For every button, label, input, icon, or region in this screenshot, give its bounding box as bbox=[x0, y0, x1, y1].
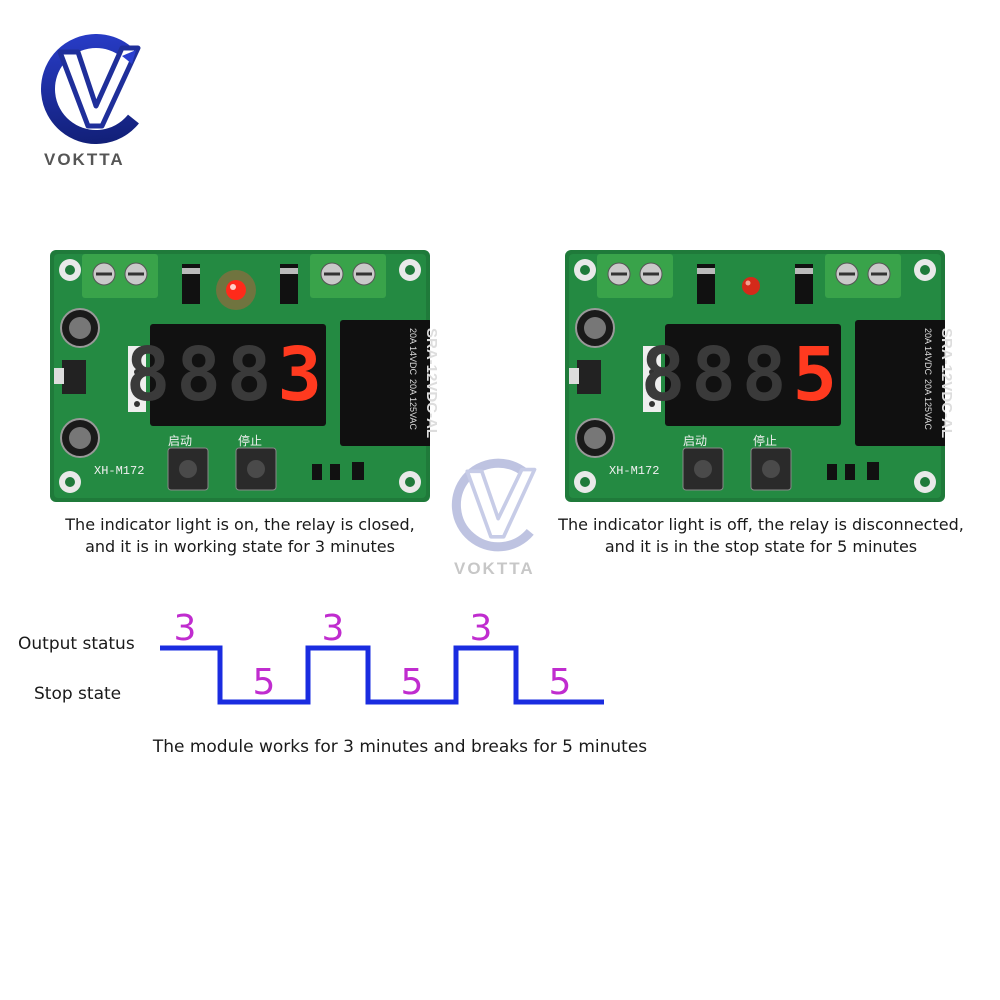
caption-stopped-line-2: and it is in the stop state for 5 minute… bbox=[604, 537, 918, 556]
wave-label-stopped: 5 bbox=[549, 662, 572, 703]
stop-button-label: 停止 bbox=[238, 434, 263, 448]
seven-segment-display: 8 8 8 5 bbox=[641, 330, 837, 420]
relay-label: SRA-12VDC-AL 20A 14VDC 20A 125VAC bbox=[865, 328, 955, 448]
relay-label: SRA-12VDC-AL 20A 14VDC 20A 125VAC bbox=[350, 328, 440, 448]
start-button-label: 启动 bbox=[683, 434, 708, 448]
segment-digit-blank: 8 bbox=[691, 332, 736, 418]
relay-model: SRA-12VDC-AL bbox=[423, 328, 440, 439]
caption-working: The indicator light is on, the relay is … bbox=[30, 514, 450, 558]
segment-digit-blank: 8 bbox=[176, 332, 221, 418]
stop-button-label: 停止 bbox=[753, 434, 778, 448]
start-button-label: 启动 bbox=[168, 434, 193, 448]
segment-digit-blank: 8 bbox=[741, 332, 787, 418]
relay-model: SRA-12VDC-AL bbox=[938, 328, 955, 439]
board-model-label: XH-M172 bbox=[94, 464, 145, 478]
relay-rating-ac: 20A 125VAC bbox=[408, 379, 418, 431]
v-logo-icon bbox=[41, 34, 151, 144]
watermark-brand-name: VOKTTA bbox=[454, 559, 535, 578]
relay-board-working: 8 8 8 3 SRA-12VDC-AL 20A 14VDC 20A 125VA… bbox=[50, 250, 440, 502]
seven-segment-display: 8 8 8 3 bbox=[126, 330, 322, 420]
square-wave-line bbox=[160, 645, 604, 705]
segment-digit-value: 5 bbox=[792, 332, 837, 418]
caption-working-line-2: and it is in working state for 3 minutes bbox=[85, 537, 395, 556]
output-status-label: Output status bbox=[18, 634, 135, 654]
brand-name: VOKTTA bbox=[44, 150, 125, 169]
segment-digit-blank: 8 bbox=[640, 332, 686, 418]
segment-digit-value: 3 bbox=[277, 332, 322, 418]
timing-diagram: 3 5 3 5 3 5 bbox=[160, 608, 604, 705]
brand-logo: VOKTTA bbox=[38, 34, 158, 174]
caption-working-line-1: The indicator light is on, the relay is … bbox=[65, 515, 415, 534]
relay-rating-ac: 20A 125VAC bbox=[923, 379, 933, 431]
segment-digit-blank: 8 bbox=[226, 332, 272, 418]
relay-rating-dc: 20A 14VDC bbox=[408, 328, 418, 376]
wave-label-working: 3 bbox=[322, 608, 345, 649]
board-model-label: XH-M172 bbox=[609, 464, 660, 478]
stop-state-label: Stop state bbox=[34, 684, 122, 704]
timing-caption: The module works for 3 minutes and break… bbox=[152, 737, 648, 757]
watermark-logo: VOKTTA bbox=[440, 455, 560, 585]
segment-digit-blank: 8 bbox=[125, 332, 171, 418]
wave-label-working: 3 bbox=[174, 608, 197, 649]
wave-label-stopped: 5 bbox=[253, 662, 276, 703]
caption-stopped: The indicator light is off, the relay is… bbox=[528, 514, 994, 558]
v-logo-watermark-icon bbox=[451, 458, 545, 552]
relay-rating-dc: 20A 14VDC bbox=[923, 328, 933, 376]
relay-board-stopped: 8 8 8 5 SRA-12VDC-AL 20A 14VDC 20A 125VA… bbox=[565, 250, 955, 502]
caption-stopped-line-1: The indicator light is off, the relay is… bbox=[558, 515, 964, 534]
wave-label-stopped: 5 bbox=[401, 662, 424, 703]
wave-label-working: 3 bbox=[470, 608, 493, 649]
